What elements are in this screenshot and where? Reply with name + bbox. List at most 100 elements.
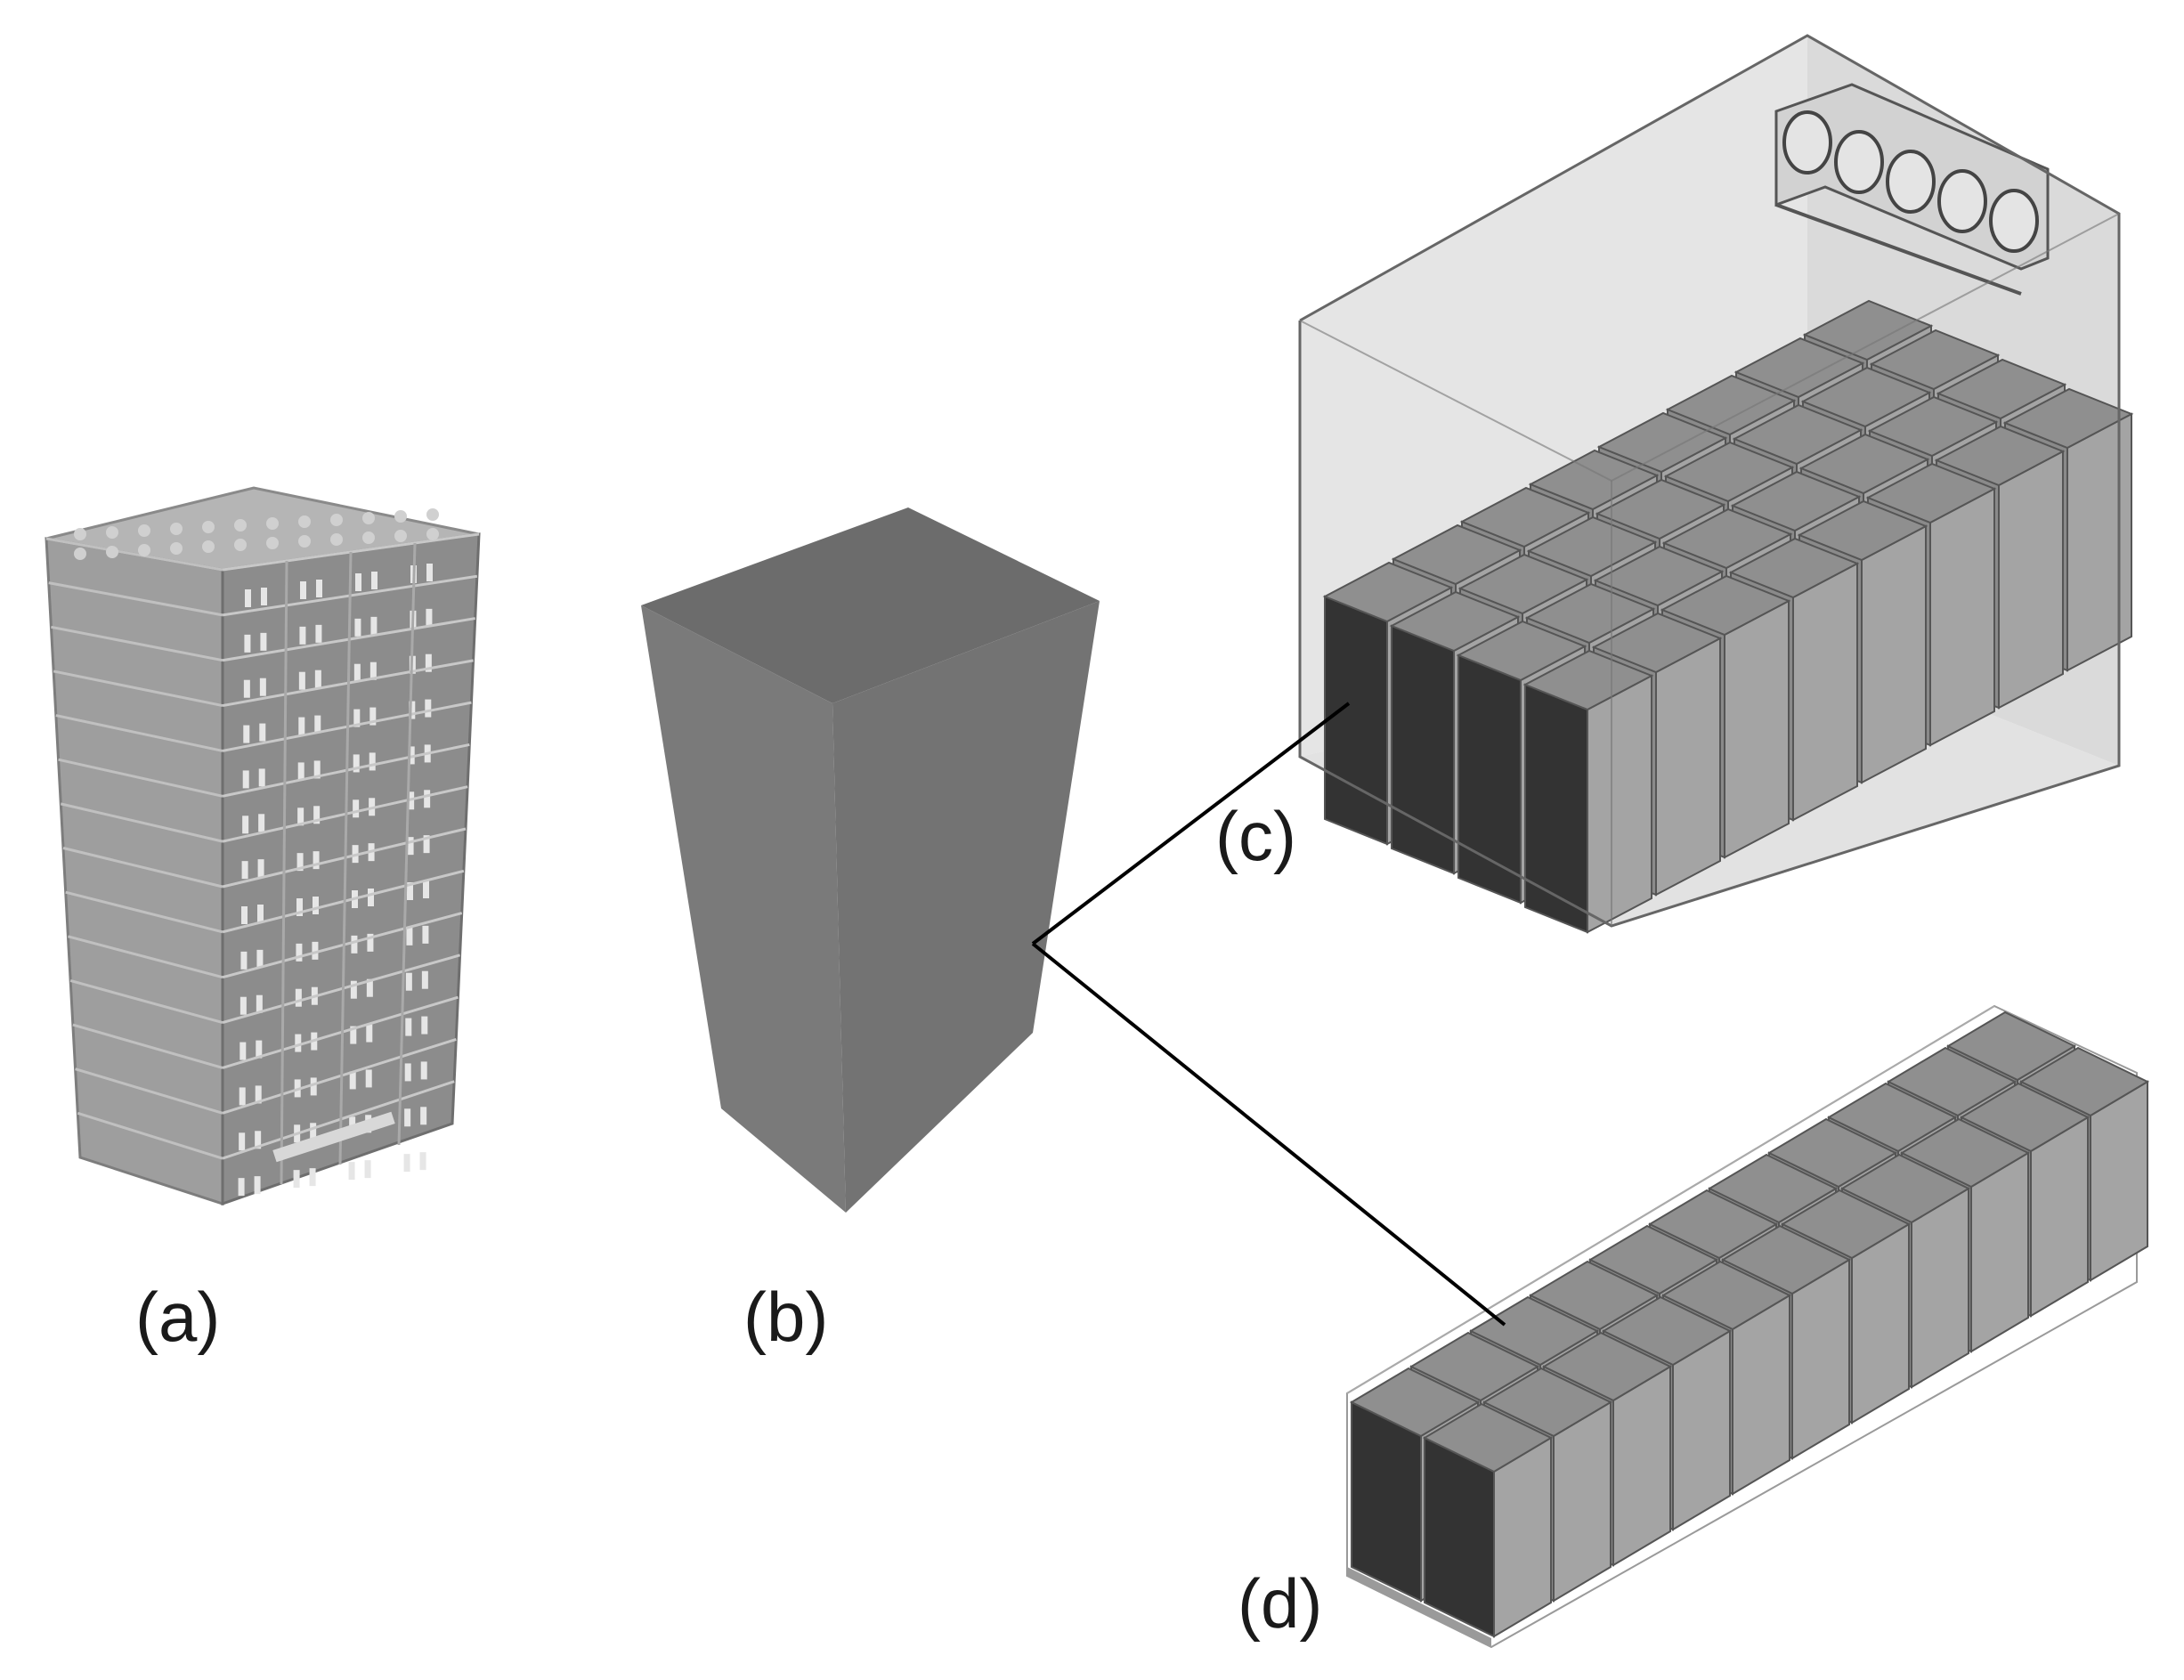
rack-a-shelf-left-13 — [77, 1111, 223, 1160]
rack-a-top-bump-6 — [266, 517, 279, 530]
rack-a-top-bump-22 — [394, 530, 407, 542]
rack-a-vent-10-0 — [240, 1042, 247, 1060]
rack-d-r1-c4-top — [1660, 1260, 1792, 1331]
rack-a-vent-5-0 — [242, 816, 249, 834]
rack-a-top-bump-18 — [266, 537, 279, 549]
panel-b-simplified-block — [641, 507, 1100, 1213]
rack-c-r3-c2-side — [1724, 599, 1790, 859]
rack-a-vent-b-3-1 — [314, 715, 321, 734]
block-b-left-face — [641, 605, 846, 1213]
rack-a-top-bump-21 — [362, 532, 375, 544]
rack-a-vent-7-3 — [407, 882, 413, 900]
rack-d-r1-c8-top — [1899, 1117, 2031, 1189]
rack-d-r1-c2-top — [1541, 1331, 1673, 1402]
rack-a-shelf-left-9 — [68, 935, 223, 979]
rack-a-vent-13-0 — [238, 1178, 245, 1197]
rack-a-vent-13-2 — [348, 1162, 355, 1181]
rack-a-top-bump-9 — [362, 512, 375, 524]
rack-a-top-bump-10 — [394, 510, 407, 523]
rack-a-vent-b-1-0 — [260, 632, 267, 651]
rack-a-vent-b-11-3 — [420, 1061, 427, 1080]
rack-c-r3-c7-side — [2066, 412, 2132, 672]
rack-a-top-bump-12 — [74, 548, 86, 560]
rack-c-r0-c7-top — [1802, 299, 1934, 361]
rack-a-vent-b-13-2 — [364, 1160, 371, 1179]
rack-c-r0-c0-front — [1324, 595, 1388, 846]
container-c-top-edge — [1299, 320, 1612, 482]
rack-a-vent-b-0-1 — [316, 580, 322, 597]
rack-a-vent-b-11-1 — [310, 1077, 317, 1096]
rack-d-r1-c9-top — [1959, 1082, 2091, 1153]
rack-a-vent-b-7-2 — [368, 889, 374, 906]
rack-a-vent-b-9-2 — [366, 978, 373, 997]
rack-c-r2-c1-top — [1524, 582, 1656, 645]
rack-a-vent-b-4-0 — [258, 768, 265, 787]
rack-d-r0-c8-top — [1826, 1082, 1958, 1153]
rack-array-c — [1322, 299, 2134, 934]
rack-a-vent-b-3-2 — [369, 707, 377, 726]
rack-c-r2-c4-top — [1730, 470, 1862, 532]
rack-a-top-bump-17 — [234, 539, 247, 551]
rack-c-r3-c3-side — [1792, 562, 1858, 822]
rack-a-vent-8-1 — [296, 943, 303, 962]
rack-a-shelf-left-2 — [51, 625, 223, 662]
rack-d-r1-c3-top — [1601, 1295, 1733, 1367]
rack-c-r0-c2-top — [1459, 486, 1591, 548]
rack-c-r3-c2-top — [1660, 574, 1791, 637]
rack-c-r1-c1-top — [1457, 553, 1589, 615]
rack-d-r1-c5-top — [1720, 1224, 1852, 1295]
rack-a-shelf-right-10 — [222, 954, 460, 1025]
rack-a-vent-b-7-0 — [257, 905, 264, 922]
rack-a-shelf-left-10 — [69, 978, 223, 1025]
rack-a-vent-1-2 — [354, 618, 361, 637]
rack-a-vent-b-9-3 — [421, 970, 428, 989]
rack-c-r2-c7-top — [1936, 358, 2067, 420]
rack-c-r2-c6-top — [1867, 395, 1999, 458]
rack-a-vent-5-2 — [353, 799, 360, 818]
rack-a-vent-11-3 — [404, 1063, 411, 1082]
rack-a-vent-b-12-0 — [255, 1131, 262, 1149]
rack-a-vent-b-9-0 — [256, 994, 263, 1013]
rack-a-vent-b-6-1 — [313, 851, 320, 870]
rack-a-vent-b-1-1 — [315, 624, 322, 643]
rack-a-shelf-right-11 — [222, 995, 459, 1069]
rack-a-vent-12-0 — [239, 1132, 246, 1151]
rack-a-shelf-left-5 — [58, 758, 223, 798]
rack-a-vent-5-1 — [297, 808, 304, 826]
rack-a-vent-8-0 — [240, 951, 248, 970]
fan-unit-rail — [1775, 203, 2022, 296]
rack-a-vent-b-10-3 — [421, 1016, 428, 1035]
rack-a-vent-2-2 — [353, 663, 361, 682]
rack-d-r0-c0-top — [1349, 1367, 1481, 1438]
rack-a-top-bump-11 — [426, 508, 439, 521]
fan-circles — [1782, 110, 2039, 253]
rack-a-vent-6-0 — [241, 861, 248, 880]
rack-a-vent-b-3-3 — [425, 699, 432, 718]
rack-c-r2-c3-top — [1661, 507, 1793, 570]
rack-a-vent-6-3 — [407, 837, 414, 856]
rack-a-top-bump-13 — [106, 546, 118, 558]
rack-a-vent-b-2-0 — [259, 678, 266, 696]
rack-a-vent-3-1 — [298, 717, 305, 735]
label-a: (a) — [135, 1278, 221, 1356]
rack-a-vent-b-13-3 — [419, 1152, 426, 1171]
rack-a-vent-12-3 — [404, 1108, 411, 1127]
rack-a-vent-b-7-3 — [423, 881, 429, 898]
rack-a-vent-1-1 — [299, 626, 306, 645]
rack-a-top-bump-1 — [106, 526, 118, 539]
rack-a-vent-b-2-2 — [369, 661, 377, 680]
rack-a-vent-2-1 — [298, 671, 305, 690]
rack-c-r1-c0-top — [1389, 590, 1521, 653]
rack-a-vent-b-0-3 — [426, 564, 433, 581]
container-c-edges — [1298, 34, 2121, 928]
rack-a-shelf-left-0 — [45, 537, 223, 572]
rack-a-vent-7-1 — [296, 898, 303, 916]
rack-a-vent-9-2 — [350, 980, 357, 999]
rack-c-r3-c5-side — [1929, 487, 1995, 747]
rack-a-vent-4-1 — [297, 762, 304, 781]
rack-c-r0-c1-top — [1391, 523, 1522, 586]
rack-c-r3-c4-top — [1797, 499, 1928, 562]
rack-a-vent-b-12-3 — [420, 1107, 427, 1125]
rack-a-vent-b-8-3 — [422, 925, 429, 944]
rack-a-vent-b-13-1 — [309, 1168, 316, 1187]
